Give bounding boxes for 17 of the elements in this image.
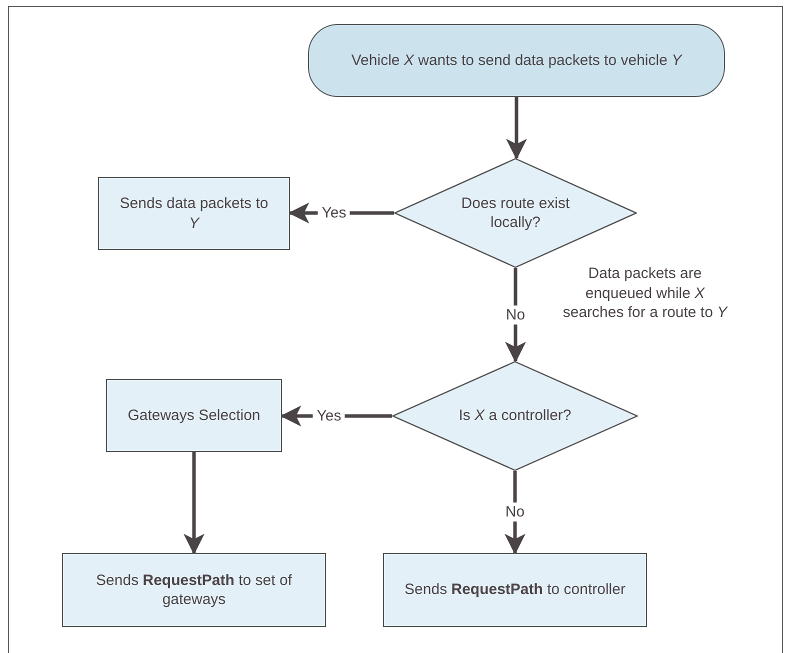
- decision-diamond: [394, 158, 637, 268]
- node-text: Is X a controller?: [458, 406, 572, 426]
- start-box: [308, 24, 725, 97]
- decision-diamond: [392, 361, 638, 471]
- note-text: Data packets are enqueued while X searches for a route to Y: [562, 264, 729, 322]
- process-box: [106, 379, 282, 452]
- node-text: Sends data packets to Y: [118, 194, 270, 233]
- node-text: Sends RequestPath to set of gateways: [95, 570, 293, 610]
- process-box: [62, 553, 326, 627]
- node-text: Vehicle X wants to send data packets to vehicle Y: [351, 50, 682, 70]
- arrow: [506, 97, 527, 160]
- node-text: Sends RequestPath to controller: [404, 580, 626, 600]
- node-text: Gateways Selection: [128, 406, 260, 426]
- process-box: [98, 177, 290, 250]
- node-text: Does route exist locally?: [460, 194, 571, 232]
- arrow: [184, 452, 204, 555]
- process-box: [383, 553, 647, 627]
